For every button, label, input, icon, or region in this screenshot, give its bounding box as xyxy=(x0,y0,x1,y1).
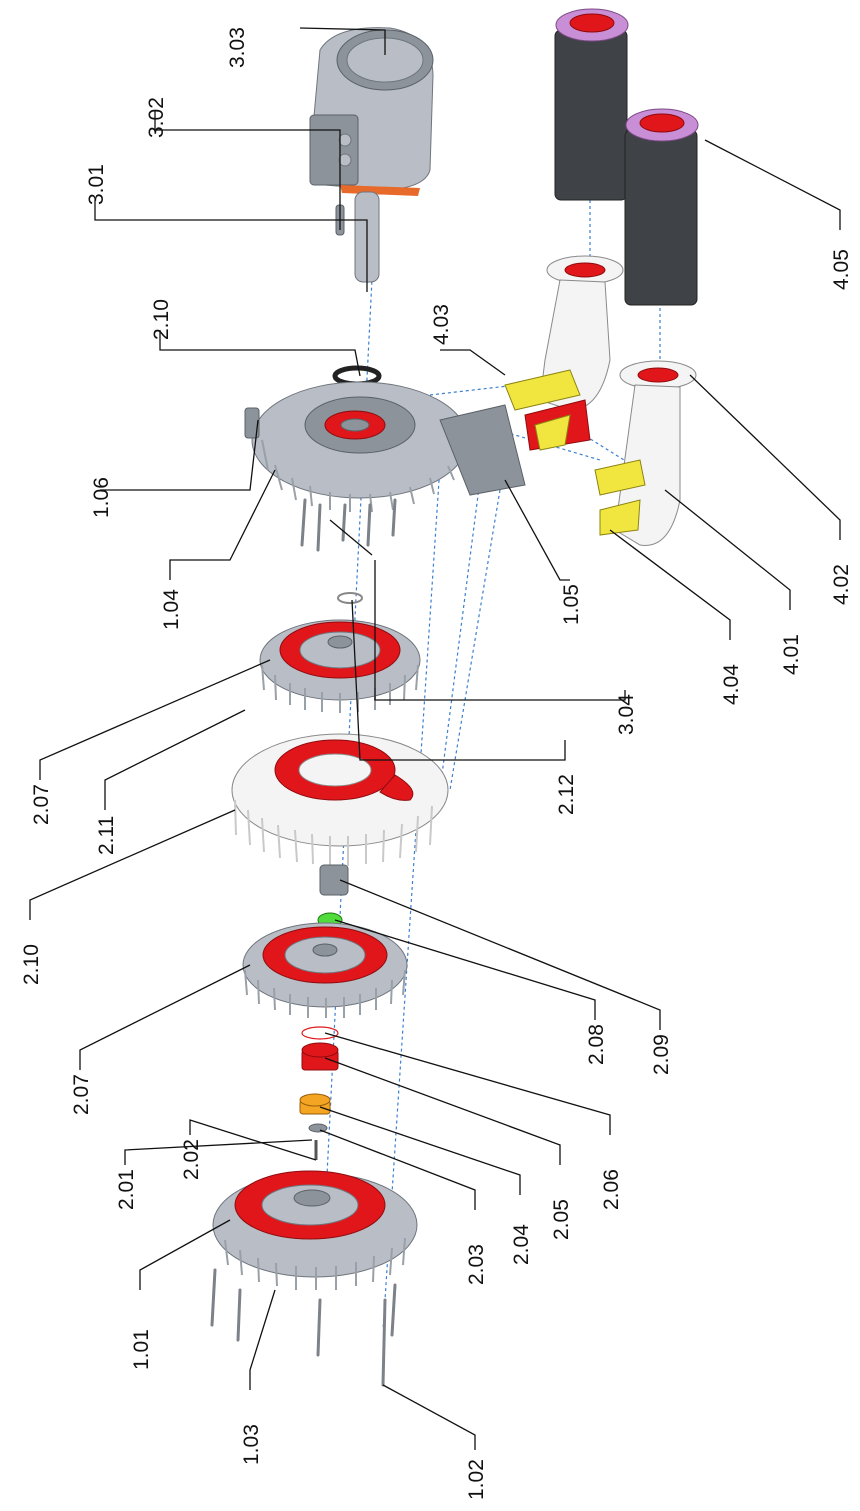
label-2.11: 2.11 xyxy=(95,816,118,855)
filter-top-part xyxy=(554,8,629,201)
gasket-bottom-part xyxy=(594,459,646,536)
label-2.05: 2.05 xyxy=(550,1199,573,1240)
label-2.12: 2.12 xyxy=(555,774,578,815)
leader-lines xyxy=(29,27,841,1450)
label-4.02: 4.02 xyxy=(830,564,853,605)
label-3.01: 3.01 xyxy=(85,164,108,205)
label-2.02: 2.02 xyxy=(180,1139,203,1180)
disc-part xyxy=(308,1123,328,1133)
label-4.03: 4.03 xyxy=(430,304,453,345)
label-3.04: 3.04 xyxy=(615,694,638,735)
o-ring-part xyxy=(301,1026,339,1040)
impeller-bottom-part xyxy=(242,922,408,1018)
label-2.10-top: 2.10 xyxy=(150,299,173,340)
label-2.06: 2.06 xyxy=(600,1169,623,1210)
label-4.01: 4.01 xyxy=(780,634,803,675)
label-2.04: 2.04 xyxy=(510,1224,533,1265)
label-1.03: 1.03 xyxy=(240,1424,263,1465)
part-labels: 3.03 3.02 3.01 2.10 1.06 1.04 1.05 3.04 … xyxy=(20,27,853,1500)
label-1.06: 1.06 xyxy=(90,477,113,518)
label-2.07-top: 2.07 xyxy=(30,784,53,825)
spacer-part xyxy=(299,1093,331,1115)
main-housing-part xyxy=(244,381,526,552)
label-1.05: 1.05 xyxy=(560,584,583,625)
label-4.05: 4.05 xyxy=(830,249,853,290)
label-2.09: 2.09 xyxy=(650,1034,673,1075)
sleeve-part xyxy=(319,864,349,896)
label-2.10-mid: 2.10 xyxy=(20,944,43,985)
motor-part xyxy=(309,27,434,283)
side-channel-part xyxy=(231,733,449,866)
label-1.04: 1.04 xyxy=(160,589,183,630)
impeller-top-part xyxy=(259,619,421,713)
label-1.01: 1.01 xyxy=(130,1329,153,1370)
seal-ring-part xyxy=(337,592,363,604)
label-1.02: 1.02 xyxy=(465,1459,488,1500)
label-3.02: 3.02 xyxy=(145,97,168,138)
bottom-housing-part xyxy=(210,1170,418,1387)
label-3.03: 3.03 xyxy=(226,27,249,68)
label-2.07-bottom: 2.07 xyxy=(70,1074,93,1115)
label-2.01: 2.01 xyxy=(115,1169,138,1210)
label-2.08: 2.08 xyxy=(585,1024,608,1065)
filter-bottom-part xyxy=(624,108,699,306)
gasket-top-part xyxy=(504,369,591,451)
bushing-part xyxy=(301,1042,339,1071)
label-2.03: 2.03 xyxy=(465,1244,488,1285)
label-4.04: 4.04 xyxy=(720,664,743,705)
